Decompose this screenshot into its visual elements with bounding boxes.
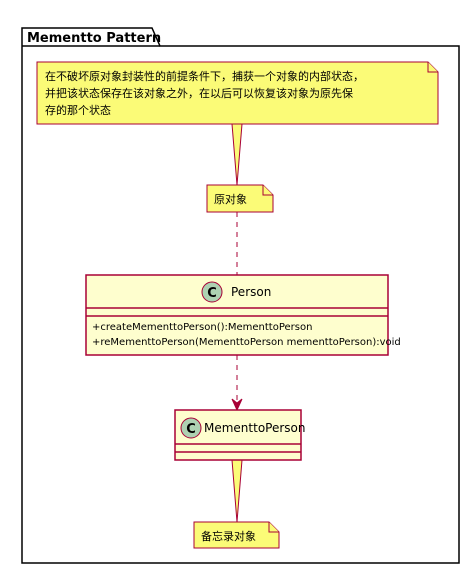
dependency-arrowhead xyxy=(231,398,243,412)
class-memento-person: C MementtoPerson xyxy=(174,409,306,461)
class-method: +reMementtoPerson(MementtoPerson mementt… xyxy=(92,337,401,348)
class-stereotype-letter: C xyxy=(207,286,217,301)
note-fold xyxy=(427,62,438,73)
note-fold xyxy=(262,185,273,196)
class-person-name: Person xyxy=(231,285,271,299)
class-person: C Person +createMementtoPerson():Mementt… xyxy=(85,274,401,356)
class-memento-person-name: MementtoPerson xyxy=(204,421,306,435)
note-pattern-description: 在不破坏原对象封装性的前提条件下，捕获一个对象的内部状态， 并把该状态保存在该对… xyxy=(36,61,439,125)
class-c-icon xyxy=(201,281,223,303)
connectors xyxy=(231,123,243,523)
note-memento-text: 备忘录对象 xyxy=(201,529,256,543)
note-line: 存的那个状态 xyxy=(45,103,111,117)
class-c-icon xyxy=(180,417,202,439)
note-originator: 原对象 xyxy=(206,184,274,213)
package-title: Mementto Pattern xyxy=(27,31,161,46)
package-frame: Mementto Pattern xyxy=(21,27,460,564)
note-line: 并把该状态保存在该对象之外，在以后可以恢复该对象为原先保 xyxy=(45,86,353,100)
class-stereotype-letter: C xyxy=(186,422,196,437)
note-fold xyxy=(268,522,279,533)
note-connector-bottom xyxy=(231,459,243,523)
note-memento: 备忘录对象 xyxy=(193,521,280,549)
note-connector-top xyxy=(231,123,243,186)
note-originator-text: 原对象 xyxy=(214,192,247,206)
note-line: 在不破坏原对象封装性的前提条件下，捕获一个对象的内部状态， xyxy=(45,69,364,83)
class-method: +createMementtoPerson():MementtoPerson xyxy=(92,322,312,333)
